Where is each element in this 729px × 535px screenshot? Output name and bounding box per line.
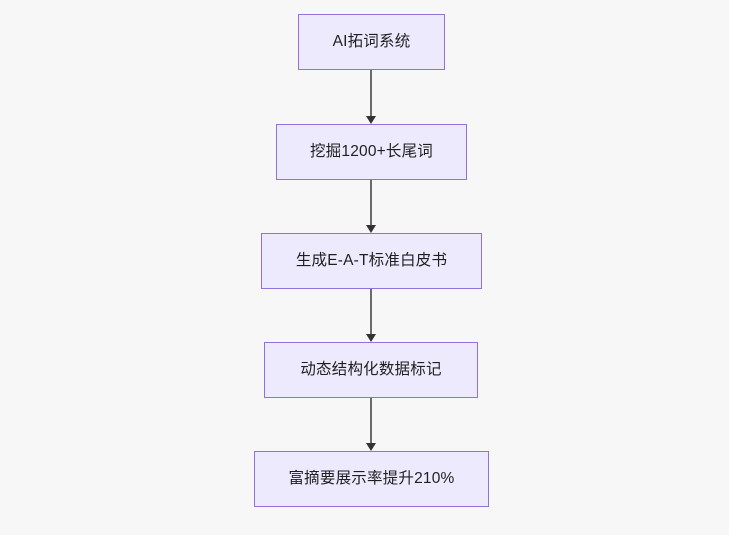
flowchart-node-dynamic-structured-data-markup[interactable]: 动态结构化数据标记 <box>264 342 478 398</box>
edge-line <box>370 398 373 443</box>
arrow-down-icon <box>366 443 377 451</box>
flowchart-node-label: 挖掘1200+长尾词 <box>309 143 434 161</box>
flowchart-node-label: 动态结构化数据标记 <box>300 361 442 379</box>
flowchart-edge-n1-n2 <box>366 70 377 124</box>
flowchart-node-mine-longtail-keywords[interactable]: 挖掘1200+长尾词 <box>276 124 467 180</box>
edge-line <box>370 70 373 116</box>
flowchart-node-ai-keyword-system[interactable]: AI拓词系统 <box>298 14 445 70</box>
arrow-down-icon <box>366 225 377 233</box>
edge-line <box>370 180 373 225</box>
flowchart-node-label: AI拓词系统 <box>332 33 411 51</box>
flowchart-edge-n4-n5 <box>366 398 377 451</box>
arrow-down-icon <box>366 116 377 124</box>
flowchart-node-label: 富摘要展示率提升210% <box>288 470 455 488</box>
flowchart-node-label: 生成E-A-T标准白皮书 <box>295 252 448 270</box>
flowchart-edge-n3-n4 <box>366 289 377 342</box>
flowchart-edge-n2-n3 <box>366 180 377 233</box>
edge-line <box>370 289 373 334</box>
flowchart-node-rich-snippet-impression-uplift[interactable]: 富摘要展示率提升210% <box>254 451 489 507</box>
arrow-down-icon <box>366 334 377 342</box>
flowchart-node-generate-eat-whitepaper[interactable]: 生成E-A-T标准白皮书 <box>261 233 482 289</box>
